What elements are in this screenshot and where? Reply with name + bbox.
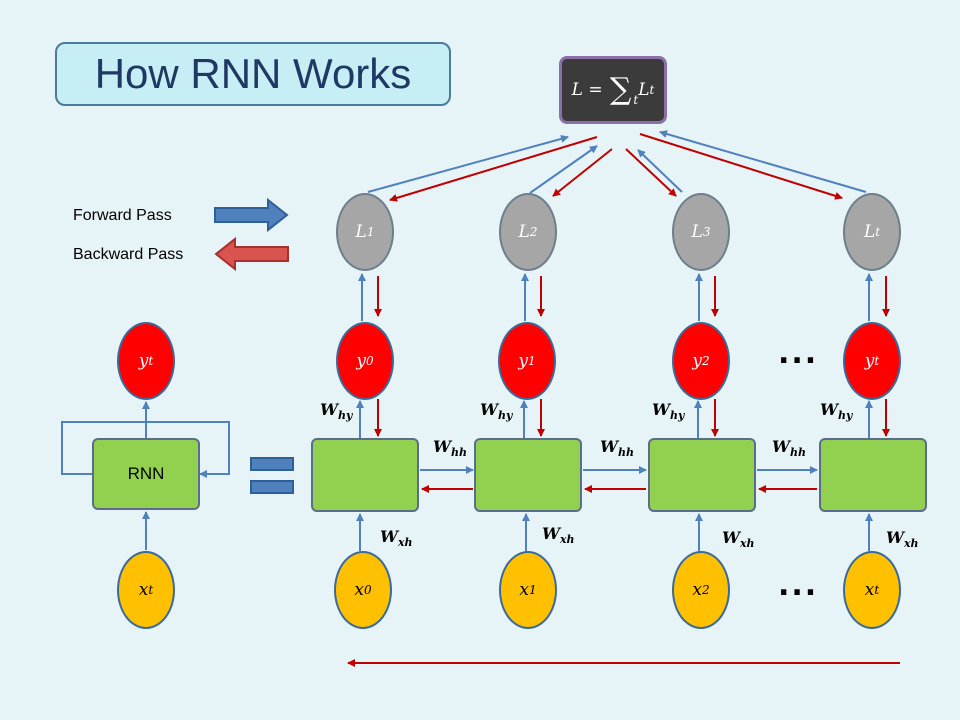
sum-symbol: ∑ [609,72,632,107]
forward-pass-label: Forward Pass [73,207,172,224]
hidden-cell-3 [648,438,756,512]
weight-label-whh-1: Whh [433,437,467,460]
sum-index: t [633,93,639,107]
weight-label-why-3: Why [652,400,685,423]
ellipsis-outputs: ... [778,336,819,371]
weight-label-wxh-3: Wxh [722,528,755,551]
weight-label-why-1: Why [320,400,353,423]
hidden-cell-2 [474,438,582,512]
weight-label-why-4: Why [820,400,853,423]
hidden-cell-4 [819,438,927,512]
forward-legend-arrow [214,197,289,233]
title-box: How RNN Works [55,42,451,106]
total-loss-rhs-sub: t [649,83,655,97]
hidden-cell-1 [311,438,419,512]
weight-label-wxh-1: Wxh [380,527,413,550]
backward-legend-arrow [214,236,289,272]
equals-bar-top [250,457,294,471]
folded-rnn-cell: RNN [92,438,200,510]
weight-label-whh-3: Whh [772,437,806,460]
page-title: How RNN Works [94,50,412,97]
total-loss-rhs: L [638,80,650,100]
total-loss-lhs: L [571,80,583,100]
weight-label-wxh-4: Wxh [886,528,919,551]
backward-pass-label: Backward Pass [73,246,184,263]
ellipsis-inputs: ... [778,568,819,603]
folded-recurrent-loop [61,421,230,478]
weight-label-why-2: Why [480,400,513,423]
rnn-cell-label: RNN [127,464,165,483]
total-loss-eq: = [588,80,603,100]
equals-bar-bottom [250,480,294,494]
weight-label-whh-2: Whh [600,437,634,460]
weight-label-wxh-2: Wxh [542,524,575,547]
